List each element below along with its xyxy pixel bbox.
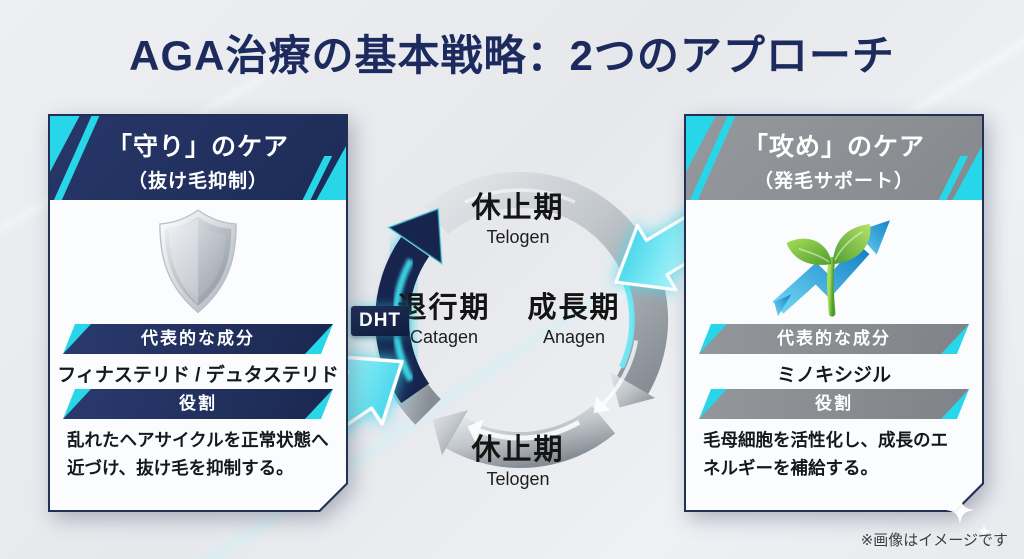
defense-card-header: 「守り」のケア （抜け毛抑制）: [50, 116, 346, 200]
ingredients-banner: 代表的な成分: [63, 324, 333, 354]
role-value: 乱れたヘアサイクルを正常状態へ近づけ、抜け毛を抑制する。: [67, 430, 329, 479]
sprout-growth-icon: [686, 204, 982, 322]
ingredients-value: フィナステリド / デュタステリド: [57, 365, 339, 386]
dht-label: DHT: [351, 306, 409, 336]
page-title: AGA治療の基本戦略：2つのアプローチ: [129, 32, 895, 79]
ingredients-value: ミノキシジル: [776, 365, 891, 386]
card-border: 「攻め」のケア （発毛サポート）: [684, 114, 984, 512]
role-banner: 役割: [63, 389, 333, 419]
header-corner-stripes-icon: [50, 116, 346, 200]
image-disclaimer: ※画像はイメージです: [860, 532, 1008, 549]
ingredients-banner: 代表的な成分: [699, 324, 969, 354]
attack-care-card: 「攻め」のケア （発毛サポート）: [684, 114, 984, 512]
role-value: 毛母細胞を活性化し、成長のエネルギーを補給する。: [703, 430, 948, 479]
header-corner-stripes-icon: [686, 116, 982, 200]
card-surface: 「攻め」のケア （発毛サポート）: [686, 116, 982, 510]
card-surface: 「守り」のケア （抜け毛抑制）: [50, 116, 346, 510]
shield-icon: [50, 204, 346, 322]
card-border: 「守り」のケア （抜け毛抑制）: [48, 114, 348, 512]
defense-care-card: 「守り」のケア （抜け毛抑制）: [48, 114, 348, 512]
role-banner: 役割: [699, 389, 969, 419]
sparkle-icon: [946, 496, 991, 538]
cycle-accent-arrows: [467, 266, 639, 443]
attack-card-header: 「攻め」のケア （発毛サポート）: [686, 116, 982, 200]
